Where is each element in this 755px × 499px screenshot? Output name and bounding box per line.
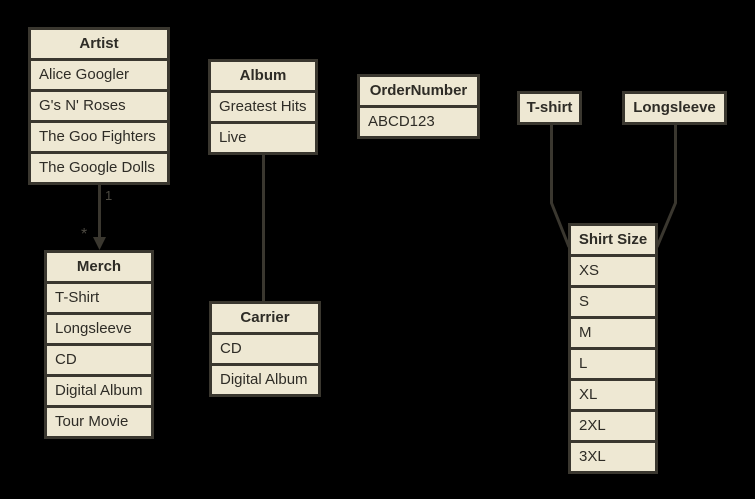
table-row: Tour Movie: [47, 405, 151, 436]
table-row: The Goo Fighters: [31, 120, 167, 151]
entity-longsleeve-title: Longsleeve: [633, 99, 716, 116]
entity-artist-title: Artist: [79, 35, 119, 52]
entity-ordernumber-title: OrderNumber: [369, 82, 468, 99]
table-row: XL: [571, 378, 655, 409]
connector-longsleeve-shirtsize-line: [655, 124, 677, 248]
entity-longsleeve: Longsleeve: [622, 91, 727, 125]
table-row: 3XL: [571, 440, 655, 471]
table-row: CD: [47, 343, 151, 374]
entity-tshirt-title: T-shirt: [526, 99, 573, 116]
table-row: L: [571, 347, 655, 378]
entity-shirtsize-title: Shirt Size: [578, 231, 648, 248]
table-row: Live: [211, 121, 315, 152]
table-row: Digital Album: [212, 363, 318, 394]
table-row: CD: [212, 332, 318, 363]
table-row: G's N' Roses: [31, 89, 167, 120]
table-row: 2XL: [571, 409, 655, 440]
entity-tshirt: T-shirt: [517, 91, 582, 125]
entity-carrier-title: Carrier: [240, 309, 290, 326]
entity-album-title: Album: [239, 67, 287, 84]
table-row: The Google Dolls: [31, 151, 167, 182]
table-row: M: [571, 316, 655, 347]
entity-carrier: Carrier CD Digital Album: [209, 301, 321, 397]
entity-merch: Merch T-Shirt Longsleeve CD Digital Albu…: [44, 250, 154, 439]
multiplicity-label-one: 1: [105, 188, 113, 203]
connector-tshirt-shirtsize-line: [550, 124, 571, 248]
entity-merch-title: Merch: [76, 258, 122, 275]
table-row: S: [571, 285, 655, 316]
table-row: Alice Googler: [31, 58, 167, 89]
table-row: Greatest Hits: [211, 90, 315, 121]
entity-album: Album Greatest Hits Live: [208, 59, 318, 155]
table-row: Digital Album: [47, 374, 151, 405]
table-row: XS: [571, 254, 655, 285]
entity-ordernumber: OrderNumber ABCD123: [357, 74, 480, 139]
table-row: Longsleeve: [47, 312, 151, 343]
entity-shirtsize: Shirt Size XS S M L XL 2XL 3XL: [568, 223, 658, 474]
table-row: ABCD123: [360, 105, 477, 136]
arrowhead-down-icon: [93, 237, 106, 250]
multiplicity-label-many: *: [81, 226, 88, 243]
entity-artist: Artist Alice Googler G's N' Roses The Go…: [28, 27, 170, 185]
table-row: T-Shirt: [47, 281, 151, 312]
